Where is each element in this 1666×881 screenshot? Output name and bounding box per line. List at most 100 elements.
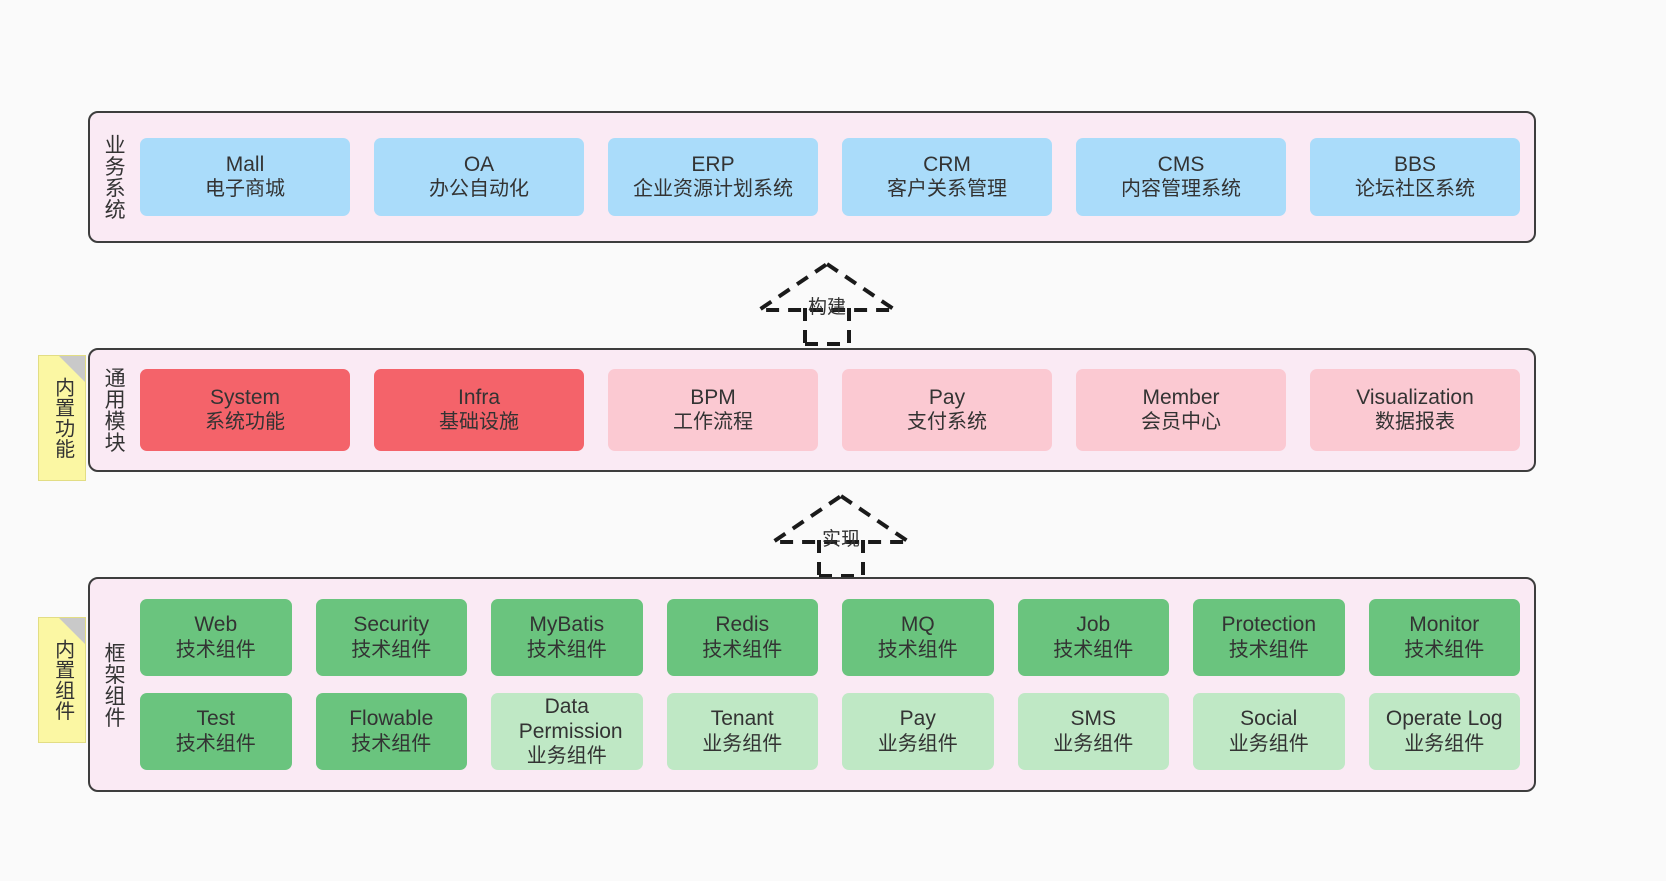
layer-framework-component: 框架组件 Web 技术组件 Security 技术组件 MyBatis 技术组件… (88, 577, 1536, 792)
node-oa[interactable]: OA 办公自动化 (374, 138, 584, 216)
node-pay-component-name: Pay (899, 707, 936, 731)
node-redis-name: Redis (715, 613, 770, 637)
note-builtin-function-label: 内置功能 (51, 377, 74, 459)
node-bpm-sub: 工作流程 (673, 411, 753, 434)
node-protection-sub: 技术组件 (1228, 638, 1309, 661)
connector-implement-arrow-icon (766, 493, 916, 578)
node-visualization[interactable]: Visualization 数据报表 (1310, 369, 1520, 451)
node-member-name: Member (1142, 385, 1220, 409)
node-infra[interactable]: Infra 基础设施 (374, 369, 584, 451)
node-visualization-sub: 数据报表 (1375, 411, 1455, 434)
node-bbs[interactable]: BBS 论坛社区系统 (1310, 138, 1520, 216)
node-bbs-name: BBS (1393, 152, 1437, 176)
node-mall-name: Mall (225, 152, 265, 176)
node-mq-sub: 技术组件 (877, 638, 958, 661)
connector-build-arrow-icon (752, 261, 902, 346)
node-social[interactable]: Social 业务组件 (1193, 693, 1345, 770)
node-bpm[interactable]: BPM 工作流程 (608, 369, 818, 451)
node-operate-log-name: Operate Log (1385, 707, 1503, 731)
node-data-permission-name: Data Permission (518, 694, 623, 743)
connector-build-label: 构建 (807, 297, 847, 318)
node-monitor-name: Monitor (1409, 613, 1480, 637)
node-protection-name: Protection (1221, 613, 1317, 637)
node-pay-module[interactable]: Pay 支付系统 (842, 369, 1052, 451)
node-test-name: Test (196, 707, 235, 731)
node-visualization-name: Visualization (1356, 385, 1474, 409)
node-protection[interactable]: Protection 技术组件 (1193, 599, 1345, 676)
node-tenant-name: Tenant (710, 707, 774, 731)
node-mybatis-name: MyBatis (529, 613, 605, 637)
framework-component-row-2: Test 技术组件 Flowable 技术组件 Data Permission … (140, 693, 1520, 770)
layer-common-module-title: 通用模块 (102, 367, 126, 453)
node-pay-component[interactable]: Pay 业务组件 (842, 693, 994, 770)
note-builtin-component-label: 内置组件 (51, 639, 74, 721)
node-flowable[interactable]: Flowable 技术组件 (315, 693, 467, 770)
node-social-name: Social (1240, 707, 1298, 731)
node-sms-name: SMS (1070, 707, 1116, 731)
node-web[interactable]: Web 技术组件 (140, 599, 292, 676)
node-bpm-name: BPM (690, 385, 736, 409)
node-mybatis[interactable]: MyBatis 技术组件 (491, 599, 643, 676)
node-crm[interactable]: CRM 客户关系管理 (842, 138, 1052, 216)
node-job[interactable]: Job 技术组件 (1017, 599, 1169, 676)
layer-business-system: 业务系统 Mall 电子商城 OA 办公自动化 ERP 企业资源计划系统 CRM (88, 111, 1536, 243)
node-sms[interactable]: SMS 业务组件 (1017, 693, 1169, 770)
note-builtin-component: 内置组件 (38, 617, 86, 743)
node-tenant[interactable]: Tenant 业务组件 (666, 693, 818, 770)
node-job-sub: 技术组件 (1053, 638, 1134, 661)
node-oa-sub: 办公自动化 (429, 178, 529, 201)
node-erp-name: ERP (691, 152, 735, 176)
node-redis-sub: 技术组件 (702, 638, 783, 661)
node-pay-module-sub: 支付系统 (907, 411, 987, 434)
node-system-sub: 系统功能 (205, 411, 285, 434)
node-erp-sub: 企业资源计划系统 (633, 178, 793, 201)
layer-business-system-body: Mall 电子商城 OA 办公自动化 ERP 企业资源计划系统 CRM 客户关系… (136, 113, 1534, 241)
node-erp[interactable]: ERP 企业资源计划系统 (608, 138, 818, 216)
node-test[interactable]: Test 技术组件 (140, 693, 292, 770)
node-cms-sub: 内容管理系统 (1121, 178, 1241, 201)
node-data-permission[interactable]: Data Permission 业务组件 (491, 693, 643, 770)
node-job-name: Job (1076, 613, 1111, 637)
node-member-sub: 会员中心 (1141, 411, 1221, 434)
node-oa-name: OA (463, 152, 495, 176)
node-mq[interactable]: MQ 技术组件 (842, 599, 994, 676)
node-infra-sub: 基础设施 (439, 411, 519, 434)
node-security-sub: 技术组件 (351, 638, 432, 661)
node-monitor-sub: 技术组件 (1404, 638, 1485, 661)
node-cms[interactable]: CMS 内容管理系统 (1076, 138, 1286, 216)
node-system[interactable]: System 系统功能 (140, 369, 350, 451)
node-redis[interactable]: Redis 技术组件 (666, 599, 818, 676)
connector-implement: 实现 (766, 490, 916, 578)
connector-implement-label: 实现 (821, 529, 861, 550)
node-cms-name: CMS (1157, 152, 1205, 176)
node-flowable-sub: 技术组件 (351, 732, 432, 755)
node-pay-module-name: Pay (928, 385, 966, 409)
node-flowable-name: Flowable (349, 707, 434, 731)
node-pay-component-sub: 业务组件 (877, 732, 958, 755)
connector-build: 构建 (752, 258, 902, 346)
node-security[interactable]: Security 技术组件 (315, 599, 467, 676)
layer-framework-component-title: 框架组件 (102, 641, 126, 728)
node-operate-log[interactable]: Operate Log 业务组件 (1368, 693, 1520, 770)
node-test-sub: 技术组件 (175, 732, 256, 755)
node-mall-sub: 电子商城 (205, 178, 285, 201)
node-data-permission-sub: 业务组件 (526, 745, 607, 768)
node-sms-sub: 业务组件 (1053, 732, 1134, 755)
layer-business-system-title: 业务系统 (102, 134, 126, 220)
layer-framework-component-body: Web 技术组件 Security 技术组件 MyBatis 技术组件 Redi… (136, 579, 1534, 790)
node-web-sub: 技术组件 (175, 638, 256, 661)
node-security-name: Security (353, 613, 430, 637)
layer-common-module: 通用模块 System 系统功能 Infra 基础设施 BPM 工作流程 Pay (88, 348, 1536, 472)
node-member[interactable]: Member 会员中心 (1076, 369, 1286, 451)
framework-component-row-1: Web 技术组件 Security 技术组件 MyBatis 技术组件 Redi… (140, 599, 1520, 676)
node-monitor[interactable]: Monitor 技术组件 (1368, 599, 1520, 676)
node-crm-sub: 客户关系管理 (887, 178, 1007, 201)
node-operate-log-sub: 业务组件 (1404, 732, 1485, 755)
node-web-name: Web (194, 613, 238, 637)
node-mq-name: MQ (900, 613, 935, 637)
common-module-row: System 系统功能 Infra 基础设施 BPM 工作流程 Pay 支付系统… (140, 369, 1520, 451)
node-mall[interactable]: Mall 电子商城 (140, 138, 350, 216)
node-tenant-sub: 业务组件 (702, 732, 783, 755)
node-social-sub: 业务组件 (1228, 732, 1309, 755)
